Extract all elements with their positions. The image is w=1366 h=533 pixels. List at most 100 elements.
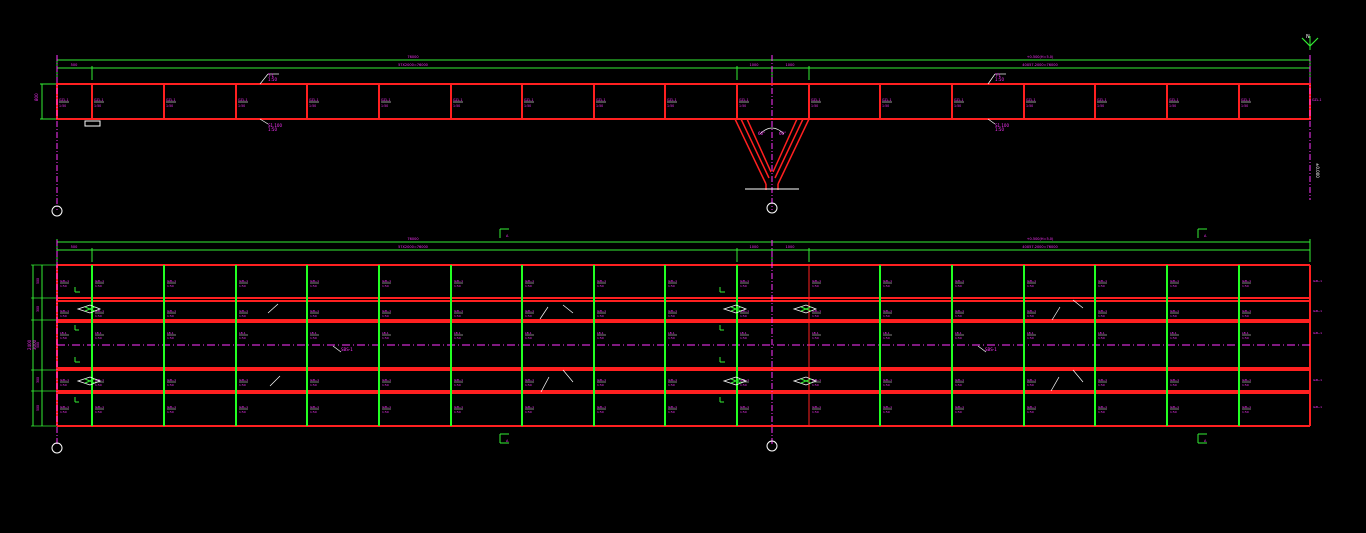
plan-panel-sub: 1:50 bbox=[239, 383, 246, 387]
plan-panel-tag: GZL-1 bbox=[1170, 378, 1179, 382]
plan-panel-sub: 1:50 bbox=[525, 336, 532, 340]
elevation-panel-sub: 1:50 bbox=[1169, 104, 1176, 108]
callout-leader bbox=[259, 73, 269, 85]
plan-panel-sub: 1:50 bbox=[167, 383, 174, 387]
plan-panel-tag: LB-1 bbox=[454, 331, 461, 335]
elevation-panel-tag: GZL-1 bbox=[1312, 98, 1322, 102]
plan-panel-tag: GZL-1 bbox=[454, 279, 463, 283]
plan-panel-sub: 1:50 bbox=[1170, 383, 1177, 387]
plan-panel-tag: LB-1 bbox=[525, 331, 532, 335]
plan-panel-sub: 1:50 bbox=[1027, 383, 1034, 387]
angle-left-label: 60° bbox=[758, 131, 765, 136]
elevation-panel-sub: 1:50 bbox=[882, 104, 889, 108]
dim-mid-right-text: 1000 bbox=[786, 245, 795, 249]
plan-panel-tag: LB-1 bbox=[239, 331, 246, 335]
plan-panel-sub: 1:50 bbox=[1242, 284, 1249, 288]
plan-panel-tag: GZL-1 bbox=[883, 309, 892, 313]
plan-panel-sub: 1:50 bbox=[454, 284, 461, 288]
plan-height-dim-text: 500 bbox=[36, 405, 40, 411]
plan-panel-tag: GZL-1 bbox=[525, 309, 534, 313]
plan-panel-tag: GZL-1 bbox=[1027, 378, 1036, 382]
plan-height-dim-text: 500 bbox=[36, 342, 40, 348]
axis-bubble bbox=[51, 442, 63, 454]
plan-panel-tag: GZL-1 bbox=[668, 309, 677, 313]
callout-leader bbox=[987, 73, 996, 85]
axis-bubbles bbox=[51, 202, 778, 454]
north-label: N bbox=[1306, 34, 1310, 40]
plan-panel-tag: GZL-1 bbox=[95, 405, 104, 409]
plan-panel-tag: GZL-1 bbox=[955, 405, 964, 409]
plan-panel-sub: 1:50 bbox=[60, 410, 67, 414]
dim-total-text: 76000 bbox=[407, 55, 418, 59]
plan-panel-sub: 1:50 bbox=[597, 336, 604, 340]
plan-panel-tag: GZL-1 bbox=[525, 405, 534, 409]
plan-panel-sub: 1:50 bbox=[1098, 314, 1105, 318]
plan-panel-tag: GZL-1 bbox=[1170, 279, 1179, 283]
plan-panel-sub: 1:50 bbox=[525, 314, 532, 318]
plan-panel-sub: 1:50 bbox=[454, 410, 461, 414]
plan-panel-sub: 1:50 bbox=[955, 314, 962, 318]
centerline-note-left: SBS-1 bbox=[341, 347, 353, 352]
connection-cross bbox=[730, 378, 742, 384]
plan-panel-tag: GZL-1 bbox=[955, 378, 964, 382]
elevation-panel-tags: GZL-11:50GZL-11:50GZL-11:50GZL-11:50GZL-… bbox=[59, 73, 1322, 127]
v-support-member bbox=[740, 118, 770, 179]
plan-leader bbox=[1072, 299, 1084, 309]
plan-panel-sub: 1:50 bbox=[1098, 383, 1105, 387]
elevation-panel-tag: GZL-1 bbox=[166, 98, 176, 102]
dim-total-text: 76000 bbox=[407, 237, 418, 241]
plan-panel-tag: LB-1 bbox=[1242, 331, 1249, 335]
plan-panel-tag: LB-1 bbox=[883, 331, 890, 335]
plan-panel-sub: 1:50 bbox=[95, 410, 102, 414]
plan-panel-sub: 1:50 bbox=[239, 336, 246, 340]
plan-panel-tag: LB-1 bbox=[60, 331, 67, 335]
elevation-panel-tag: GZL-1 bbox=[1026, 98, 1036, 102]
elevation-panel-tag: GZL-1 bbox=[954, 98, 964, 102]
v-support-member bbox=[772, 118, 798, 173]
plan-panel-sub: 1:50 bbox=[883, 284, 890, 288]
callout-left-b-bottom: 1:50 bbox=[268, 127, 277, 132]
plan-panel-sub: 1:50 bbox=[812, 410, 819, 414]
elevation-panel-tag: GZL-1 bbox=[1097, 98, 1107, 102]
plan-panel-tag: GZL-1 bbox=[668, 405, 677, 409]
elevation-panel-tag: GZL-1 bbox=[811, 98, 821, 102]
plan-panel-sub: 1:50 bbox=[597, 284, 604, 288]
plan-panel-sub: 1:50 bbox=[1098, 410, 1105, 414]
connection-mark bbox=[722, 376, 748, 386]
elevation-panel-tag: GZL-1 bbox=[596, 98, 606, 102]
elevation-panel-tag: GZL-1 bbox=[1241, 98, 1251, 102]
plan-panel-tag: GZL-1 bbox=[955, 279, 964, 283]
plan-panel-sub: 1:50 bbox=[525, 284, 532, 288]
plan-panel-tag: GZL-1 bbox=[60, 279, 69, 283]
connection-cross bbox=[84, 306, 96, 312]
connection-cross bbox=[84, 378, 96, 384]
plan-panel-tag: GZL-1 bbox=[955, 309, 964, 313]
dim-right-sub-text: 40X57.2000=76000 bbox=[1022, 63, 1057, 67]
plan-panel-sub: 1:50 bbox=[95, 314, 102, 318]
plan-panel-sub: 1:50 bbox=[167, 410, 174, 414]
plan-panel-tag: GZL-1 bbox=[597, 378, 606, 382]
plan-height-dim-text: 300 bbox=[36, 377, 40, 383]
plan-panel-tag: LB-1 bbox=[382, 331, 389, 335]
plan-panel-tag: GZL-1 bbox=[1242, 279, 1251, 283]
dim-edge-text: 500 bbox=[71, 63, 78, 67]
plan-panel-tag: LB-1 bbox=[812, 331, 819, 335]
plan-panel-sub: 1:50 bbox=[167, 284, 174, 288]
plan-panel-tag: LB-1 bbox=[1170, 331, 1177, 335]
callout-right-bottom: 1:50 bbox=[995, 77, 1004, 82]
plan-leader bbox=[540, 376, 550, 393]
plan-panel-tag: GZL-1 bbox=[239, 378, 248, 382]
plan-panel-sub: 1:50 bbox=[883, 410, 890, 414]
dim-mid-left-text: 1000 bbox=[750, 63, 759, 67]
plan-panel-sub: 1:50 bbox=[812, 383, 819, 387]
plan-panel-sub: 1:50 bbox=[382, 383, 389, 387]
plan-panel-tag: GZL-1 bbox=[740, 405, 749, 409]
plan-leader bbox=[562, 304, 574, 314]
plan-panel-sub: 1:50 bbox=[454, 314, 461, 318]
plan-panel-sub: 1:50 bbox=[1170, 410, 1177, 414]
plan-panel-sub: 1:50 bbox=[812, 314, 819, 318]
plan-panel-sub: 1:50 bbox=[310, 336, 317, 340]
